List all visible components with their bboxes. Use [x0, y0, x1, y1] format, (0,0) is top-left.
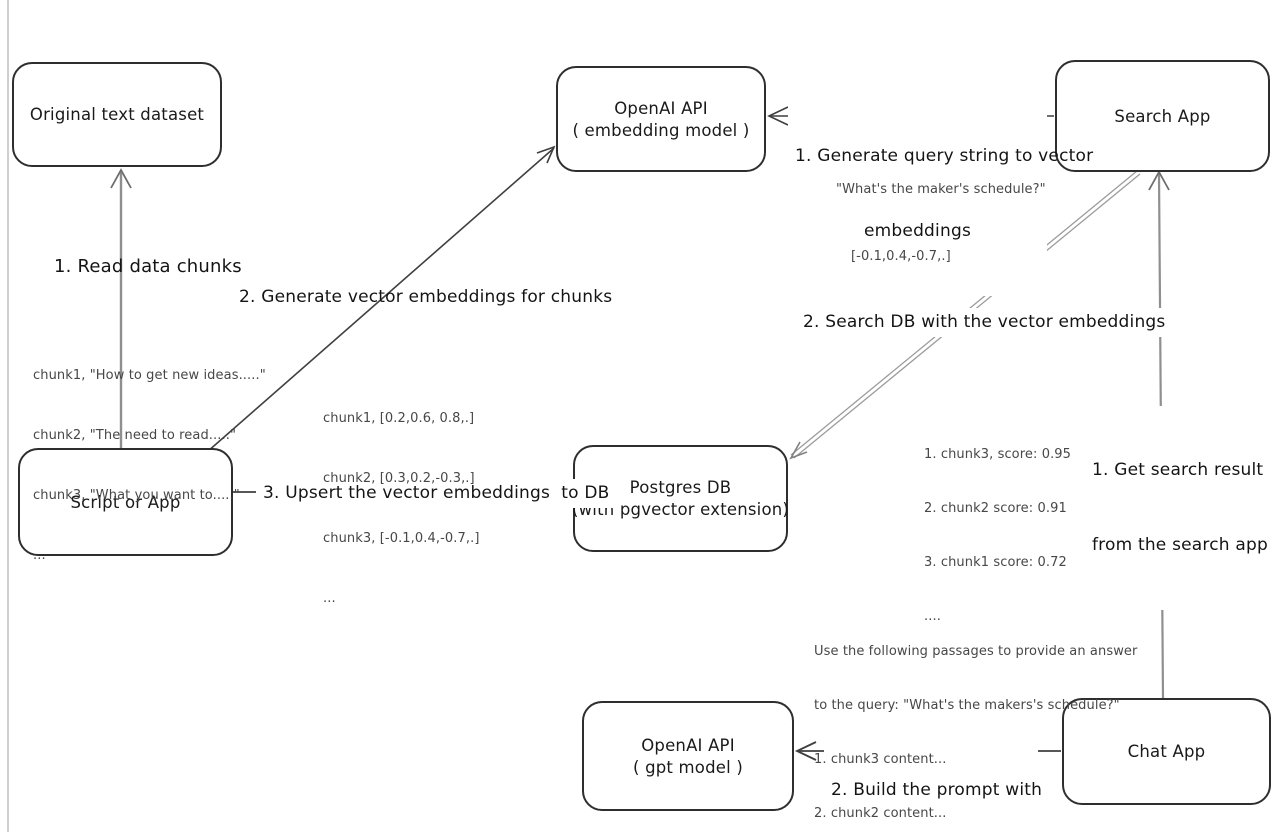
annotation-chunk-embeddings: chunk1, [0.2,0.6, 0.8,.] chunk2, [0.3,0.…	[323, 411, 480, 606]
node-label-line1: Postgres DB	[629, 478, 732, 497]
arrow-read-data-chunks	[110, 168, 132, 450]
node-label: Chat App	[1127, 742, 1206, 761]
edge-label-upsert-to-db: 3. Upsert the vector embeddings to DB	[256, 479, 617, 508]
edge-label-read-data-chunks: 1. Read data chunks	[54, 256, 242, 277]
node-script-or-app: Script or App	[18, 448, 233, 556]
edge-label-build-prompt: 2. Build the prompt with search result	[824, 726, 1043, 832]
edge-label-line1: 1. Get search result	[1092, 460, 1264, 480]
node-search-app: Search App	[1055, 60, 1270, 172]
edge-label-query-to-vector: 1. Generate query string to vector embed…	[788, 92, 1094, 296]
annotation-prompt-text: Use the following passages to provide an…	[814, 644, 1138, 821]
node-label: Search App	[1114, 106, 1211, 126]
node-label-line2: ( gpt model )	[632, 757, 743, 777]
arrow-generate-embeddings	[206, 145, 556, 453]
node-openai-gpt-api: OpenAI API ( gpt model )	[582, 701, 794, 811]
canvas-left-frame-line	[7, 0, 9, 832]
edge-label-line1: 1. Generate query string to vector	[795, 146, 1094, 166]
edge-label-line1: 2. Build the prompt with	[831, 780, 1043, 800]
node-label-line2: ( embedding model )	[572, 120, 750, 140]
edge-label-line2: embeddings	[864, 221, 971, 241]
edge-label-get-search-result: 1. Get search result from the search app	[1085, 406, 1275, 610]
node-label: Original text dataset	[29, 105, 205, 124]
edge-label-line2: from the search app	[1092, 535, 1268, 555]
annotation-search-scores: 1. chunk3, score: 0.95 2. chunk2 score: …	[924, 447, 1072, 624]
node-openai-embedding-api: OpenAI API ( embedding model )	[556, 66, 766, 172]
node-label-line1: OpenAI API	[614, 98, 708, 118]
node-label-line2: (with pgvector extension)	[571, 500, 790, 519]
annotation-chunk-samples: chunk1, "How to get new ideas....." chun…	[33, 368, 266, 563]
node-original-text-dataset: Original text dataset	[12, 62, 222, 167]
edge-label-search-db: 2. Search DB with the vector embeddings	[796, 308, 1173, 337]
annotation-query-vector: [-0.1,0.4,-0.7,.]	[851, 249, 951, 264]
edge-label-generate-embeddings: 2. Generate vector embeddings for chunks	[239, 287, 613, 307]
node-label-line1: OpenAI API	[641, 735, 735, 755]
node-chat-app: Chat App	[1062, 698, 1271, 805]
node-label: Script or App	[70, 492, 181, 512]
annotation-query-string: "What's the maker's schedule?"	[836, 182, 1046, 197]
